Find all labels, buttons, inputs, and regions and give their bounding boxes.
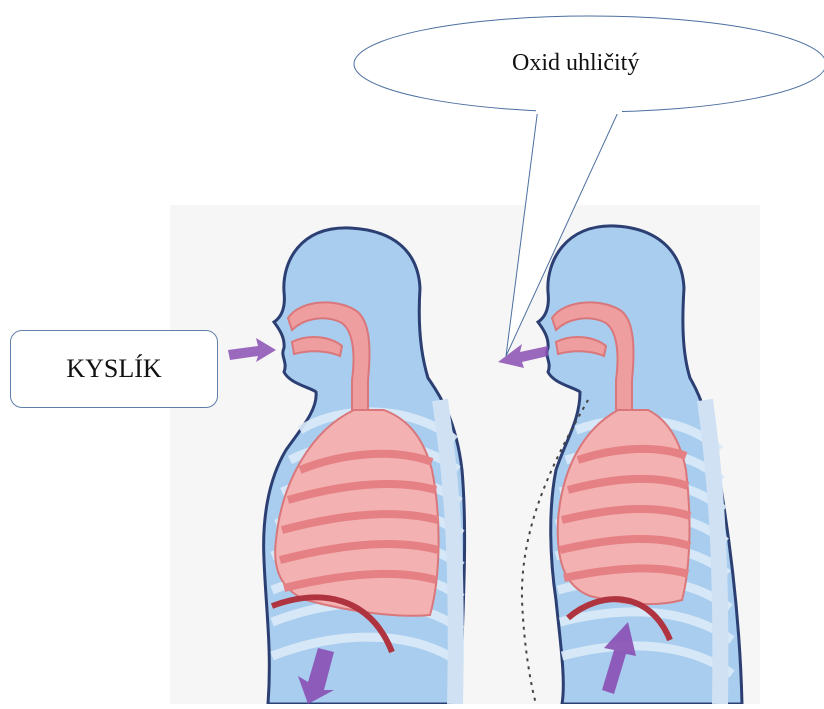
inhale-callout-box: KYSLÍK [10,330,218,408]
inhale-label: KYSLÍK [66,354,161,384]
exhale-label: Oxid uhličitý [512,50,639,77]
